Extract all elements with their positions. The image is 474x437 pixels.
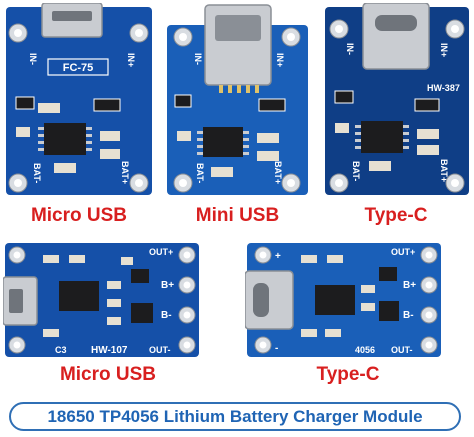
pad-hole <box>179 179 187 187</box>
pcb-micro-usb-2: OUT+ B+ B- OUT- HW-107 C3 <box>3 243 199 357</box>
pad-hole <box>14 179 22 187</box>
model-label: HW-107 <box>91 345 128 356</box>
tp4056-chip <box>44 123 86 155</box>
tp4056-chip <box>203 127 243 157</box>
chip-pins <box>38 127 92 151</box>
label-out-plus: OUT+ <box>149 247 173 257</box>
usb-port-opening <box>253 283 269 317</box>
pad-hole <box>259 251 267 259</box>
pad-hole <box>451 25 459 33</box>
usb-port-opening <box>9 289 23 313</box>
label-in-minus: IN- <box>193 53 203 65</box>
pad-hole <box>259 341 267 349</box>
label-bat-plus: BAT+ <box>120 161 130 184</box>
label-b-plus: B+ <box>161 280 174 291</box>
label-in-plus: IN+ <box>126 53 136 67</box>
banner-title: 18650 TP4056 Lithium Battery Charger Mod… <box>47 406 423 426</box>
pad-hole <box>451 179 459 187</box>
pcb-substrate <box>5 243 199 357</box>
output-pads <box>178 246 196 354</box>
smd-components <box>301 255 375 337</box>
label-c3: C3 <box>55 345 67 355</box>
label-in-minus: IN- <box>345 43 355 55</box>
pcb-type-c-2: + - OUT+ B+ B- OUT- 4056 <box>245 243 441 357</box>
board-type-c-1: IN- IN+ BAT- BAT+ HW-387 <box>323 3 471 198</box>
board-mini-usb: IN- IN+ BAT- BAT+ <box>165 3 310 198</box>
board-micro-usb-2: OUT+ B+ B- OUT- HW-107 C3 <box>3 241 201 359</box>
tp4056-chip <box>59 281 99 311</box>
mosfet-chip <box>131 269 149 283</box>
label-b-minus: B- <box>403 310 414 321</box>
smd-components <box>43 255 133 337</box>
pad-hole <box>135 179 143 187</box>
chip-pins <box>197 131 249 155</box>
pad-hole <box>335 179 343 187</box>
smd-components <box>174 94 286 177</box>
label-in-minus: IN- <box>28 53 38 65</box>
pad-hole <box>179 33 187 41</box>
board-micro-usb-1: FC-75 IN- IN+ BAT- BAT+ <box>4 3 154 198</box>
pad-hole <box>335 25 343 33</box>
usb-port-opening <box>52 11 92 21</box>
chip-pins <box>355 125 409 149</box>
protection-chip <box>379 301 399 321</box>
pad-hole <box>135 29 143 37</box>
caption-mini-usb: Mini USB <box>195 205 280 226</box>
label-out-minus: OUT- <box>391 345 413 355</box>
mosfet-chip <box>379 267 397 281</box>
caption-type-c-1: Type-C <box>364 205 428 226</box>
caption-type-c-2: Type-C <box>316 364 380 385</box>
label-b-plus: B+ <box>403 280 416 291</box>
pad-hole <box>14 29 22 37</box>
label-bat-plus: BAT+ <box>439 159 449 182</box>
pad-hole <box>287 179 295 187</box>
pad-hole <box>287 33 295 41</box>
tp4056-chip <box>315 285 355 315</box>
label-in-plus: IN+ <box>275 53 285 67</box>
pcb-mini-usb: IN- IN+ BAT- BAT+ <box>167 4 308 195</box>
protection-chip <box>131 303 153 323</box>
label-bat-minus: BAT- <box>32 163 42 183</box>
label-out-plus: OUT+ <box>391 247 415 257</box>
title-banner: 18650 TP4056 Lithium Battery Charger Mod… <box>9 402 461 431</box>
usb-port-opening <box>375 15 417 31</box>
label-bat-plus: BAT+ <box>273 161 283 184</box>
label-out-minus: OUT- <box>149 345 171 355</box>
label-bat-minus: BAT- <box>195 163 205 183</box>
label-bat-minus: BAT- <box>351 161 361 181</box>
chip-code-label: 4056 <box>355 345 375 355</box>
model-label-box <box>47 58 109 76</box>
label-b-minus: B- <box>161 310 172 321</box>
type-c-connector <box>362 3 430 70</box>
board-type-c-2: + - OUT+ B+ B- OUT- 4056 <box>245 241 443 359</box>
usb-pins <box>219 85 259 93</box>
usb-port-opening <box>215 15 261 41</box>
pad-hole <box>13 251 21 259</box>
label-in-plus: + <box>275 251 281 262</box>
pcb-micro-usb-1: FC-75 IN- IN+ BAT- BAT+ <box>6 3 152 195</box>
caption-micro-usb-2: Micro USB <box>59 364 157 385</box>
caption-micro-usb-1: Micro USB <box>30 205 128 226</box>
label-in-plus: IN+ <box>439 43 449 57</box>
tp4056-chip <box>361 121 403 153</box>
model-label: FC-75 <box>63 62 94 74</box>
smd-components <box>334 90 440 171</box>
smd-components <box>15 96 121 173</box>
output-pads <box>420 246 438 354</box>
pcb-type-c-1: IN- IN+ BAT- BAT+ HW-387 <box>325 3 469 195</box>
label-in-minus: - <box>275 343 278 354</box>
model-label: HW-387 <box>427 83 460 93</box>
pad-hole <box>13 341 21 349</box>
